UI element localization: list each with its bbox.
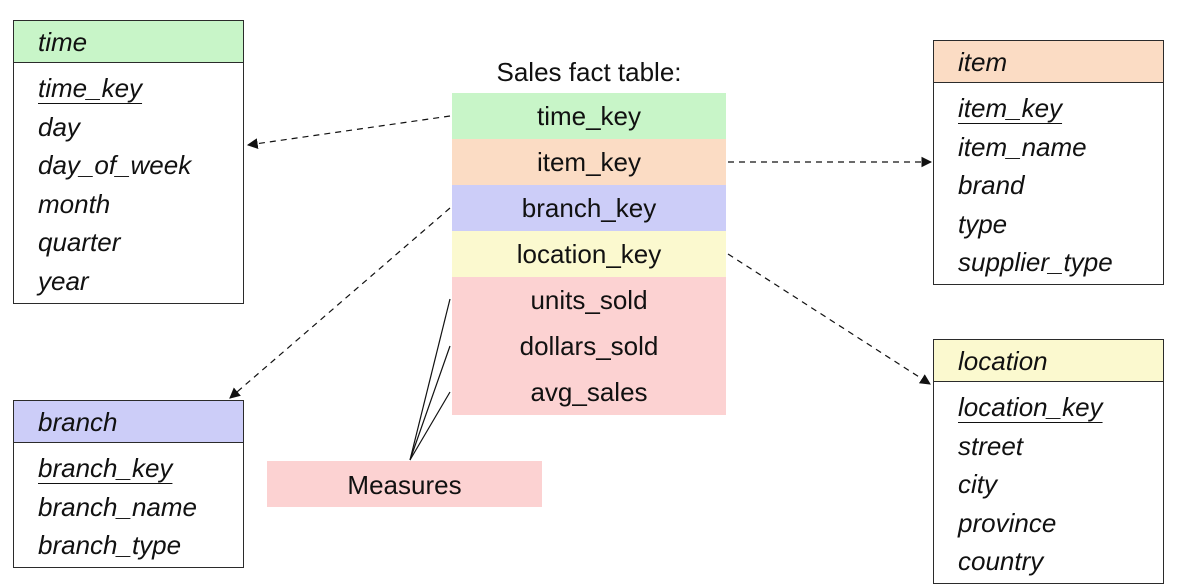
location-dimension-table: location location_key street city provin… xyxy=(933,339,1164,584)
type-attribute: type xyxy=(958,208,1008,239)
country-attribute: country xyxy=(958,546,1044,577)
supplier-type-attribute: supplier_type xyxy=(958,247,1113,278)
day-of-week-attribute: day_of_week xyxy=(38,150,192,181)
branch-key-attribute: branch_key xyxy=(38,453,173,483)
fact-row-item-key: item_key xyxy=(452,139,726,185)
fact-row-location-key: location_key xyxy=(452,231,726,277)
measures-label-box: Measures xyxy=(267,461,542,507)
branch-relationship-arrow xyxy=(229,207,451,399)
branch-table-header: branch xyxy=(14,401,243,443)
measures-link-avg-sales xyxy=(409,391,451,461)
item-table-header: item xyxy=(934,41,1163,83)
year-attribute: year xyxy=(38,265,89,296)
city-attribute: city xyxy=(958,469,997,500)
measures-link-units-sold xyxy=(409,298,451,461)
item-name-attribute: item_name xyxy=(958,131,1087,162)
branch-dimension-table: branch branch_key branch_name branch_typ… xyxy=(13,400,244,568)
item-dimension-table: item item_key item_name brand type suppl… xyxy=(933,40,1164,285)
fact-row-avg-sales: avg_sales xyxy=(452,369,726,415)
branch-name-attribute: branch_name xyxy=(38,491,197,522)
branch-type-attribute: branch_type xyxy=(38,530,182,561)
day-attribute: day xyxy=(38,111,80,142)
fact-table-title: Sales fact table: xyxy=(496,57,682,87)
month-attribute: month xyxy=(38,188,111,219)
sales-fact-table: time_key item_key branch_key location_ke… xyxy=(452,93,726,415)
fact-row-dollars-sold: dollars_sold xyxy=(452,323,726,369)
fact-row-time-key: time_key xyxy=(452,93,726,139)
street-attribute: street xyxy=(958,430,1024,461)
fact-row-units-sold: units_sold xyxy=(452,277,726,323)
time-key-attribute: time_key xyxy=(38,73,143,103)
quarter-attribute: quarter xyxy=(38,227,121,258)
brand-attribute: brand xyxy=(958,170,1025,201)
location-table-header: location xyxy=(934,340,1163,382)
measures-link-dollars-sold xyxy=(409,345,451,461)
location-relationship-arrow xyxy=(727,253,931,385)
time-table-header: time xyxy=(14,21,243,63)
location-key-attribute: location_key xyxy=(958,392,1103,422)
time-relationship-arrow xyxy=(246,115,451,149)
time-dimension-table: time time_key day day_of_week month quar… xyxy=(13,20,244,304)
item-key-attribute: item_key xyxy=(958,93,1063,123)
province-attribute: province xyxy=(958,507,1057,538)
fact-row-branch-key: branch_key xyxy=(452,185,726,231)
